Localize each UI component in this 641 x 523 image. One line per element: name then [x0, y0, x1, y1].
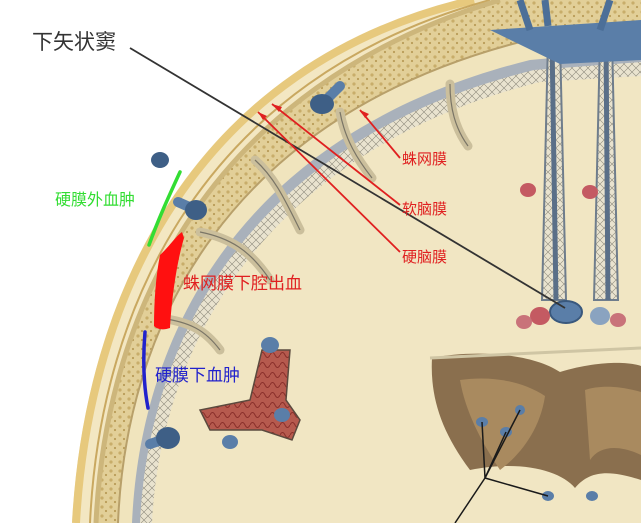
- subdural-hematoma-label: 硬膜下血肿: [155, 366, 240, 386]
- subarachnoid-hemorrhage-marker: [154, 232, 184, 330]
- ventricle-pointers: [454, 409, 549, 523]
- subarachnoid-hemorrhage-label: 蛛网膜下腔出血: [183, 274, 302, 294]
- pia-mater-label: 软脑膜: [402, 200, 448, 218]
- superior-sagittal-sinus-label: 下矢状窦: [32, 30, 116, 54]
- cortical-arteries: [520, 183, 598, 199]
- epidural-hematoma-marker: [147, 170, 182, 247]
- subdural-hematoma-marker: [142, 330, 150, 410]
- arachnoid-label: 蛛网膜: [402, 150, 448, 168]
- inferior-sagittal-sinus: [549, 300, 583, 324]
- sinus-leader-line: [129, 47, 566, 309]
- epidural-hematoma-label: 硬膜外血肿: [55, 190, 136, 209]
- red-pointers: [257, 103, 401, 253]
- dura-mater-label: 硬脑膜: [402, 248, 448, 266]
